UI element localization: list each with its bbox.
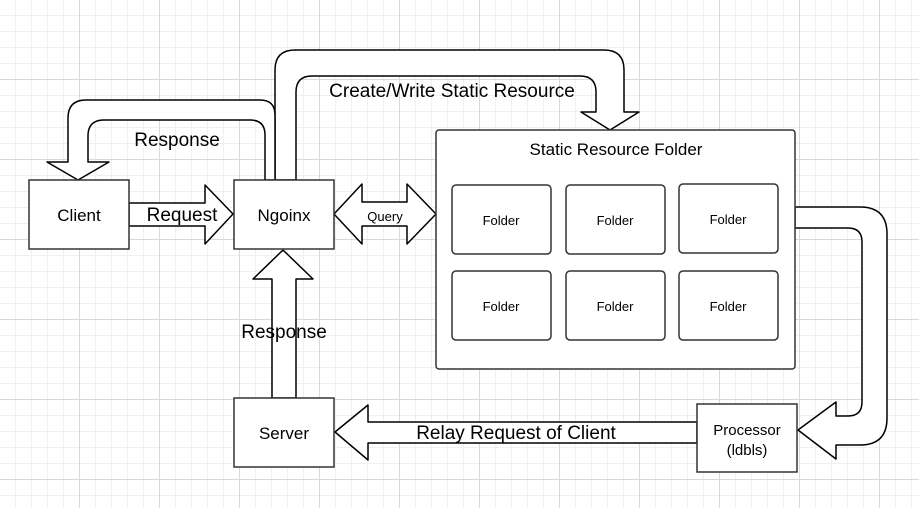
folder-label: Folder (483, 213, 521, 228)
processor-label-line2: (ldbls) (727, 442, 768, 459)
nginx-label: Ngoinx (258, 206, 311, 225)
response-mid-label: Response (241, 322, 327, 343)
folder-item: Folder (451, 184, 552, 255)
folder-to-processor-arrow (794, 206, 888, 460)
folder-item: Folder (565, 184, 666, 255)
nginx-node: Ngoinx (233, 179, 335, 250)
folder-label: Folder (597, 299, 635, 314)
folder-item: Folder (565, 270, 666, 341)
static-resource-folder: Static Resource Folder Folder Folder Fol… (435, 129, 796, 370)
relay-label: Relay Request of Client (416, 423, 616, 444)
folder-label: Folder (597, 213, 635, 228)
response-to-client-arrow (46, 99, 276, 181)
response-top-label: Response (134, 130, 220, 151)
folder-label: Folder (710, 299, 748, 314)
response-to-nginx-arrow (252, 249, 314, 399)
server-label: Server (259, 424, 309, 443)
static-folder-title: Static Resource Folder (530, 140, 703, 159)
folder-item: Folder (451, 270, 552, 341)
relay-arrow (334, 404, 698, 461)
request-label: Request (147, 205, 218, 226)
folder-label: Folder (483, 299, 521, 314)
request-arrow (128, 184, 234, 245)
processor-label-line1: Processor (713, 422, 781, 439)
create-write-arrow (274, 49, 640, 181)
server-node: Server (233, 397, 335, 468)
folder-item: Folder (678, 270, 779, 341)
folder-label: Folder (710, 212, 748, 227)
processor-node: Processor (ldbls) (696, 403, 798, 473)
client-node: Client (28, 179, 130, 250)
client-label: Client (57, 206, 101, 225)
folder-item: Folder (678, 183, 779, 254)
query-label: Query (367, 209, 403, 224)
create-write-label: Create/Write Static Resource (329, 81, 575, 102)
